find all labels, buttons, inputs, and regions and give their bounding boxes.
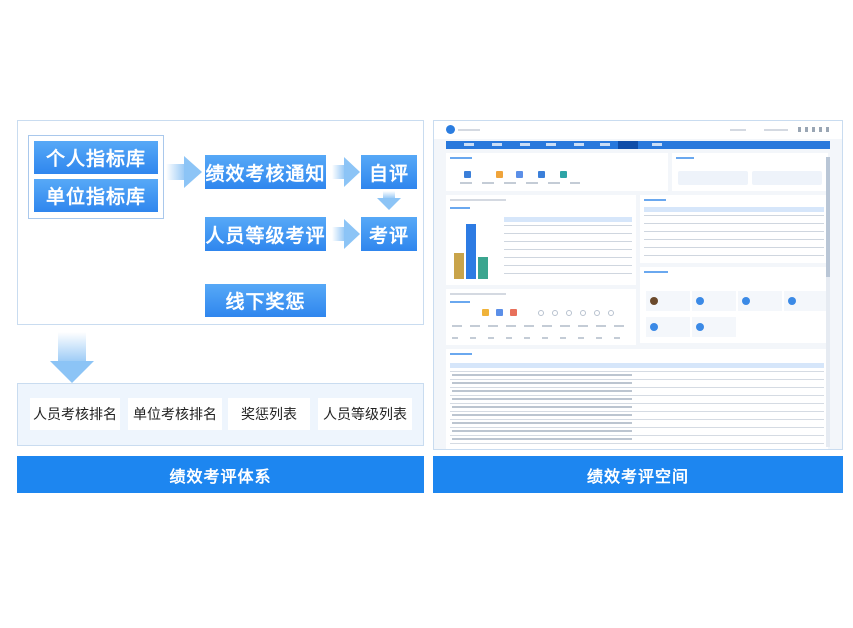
offline-reward-block: 线下奖惩 [205,284,326,317]
unit-ranking-item: 单位考核排名 [128,398,222,430]
arrow-notice-to-self-eval-head [344,157,360,187]
stats-table-rows [504,225,632,277]
personal-index-library: 个人指标库 [34,141,158,174]
left-panel-title: 绩效考评体系 [17,456,424,493]
grade-list-item: 人员等级列表 [318,398,412,430]
arrow-grade-to-eval-head [344,219,360,249]
data-filing-card [672,153,828,191]
screenshot-scrollbar [826,157,830,447]
screenshot-nav-bar [446,141,830,149]
unit-index-library: 单位指标库 [34,179,158,212]
arrow-to-outputs-head [50,361,94,383]
reward-list-item: 奖惩列表 [228,398,310,430]
grade-evaluation-block: 人员等级考评 [205,217,326,251]
screenshot-scrollbar-thumb [826,157,830,277]
screenshot-header [434,121,842,139]
arrow-grade-to-eval [332,227,344,241]
arrow-to-outputs [58,332,86,362]
header-user [730,129,746,131]
system-screenshot [433,120,843,450]
header-text [458,129,480,131]
arrow-notice-to-self-eval [332,165,344,179]
progress-card [446,289,636,345]
header-icons [798,127,830,132]
arrow-index-to-notice [166,164,184,180]
app-logo-icon [446,125,455,134]
chart-bar [466,224,476,279]
evaluation-block: 考评 [361,217,417,251]
personnel-card [640,267,828,343]
chart-bar [454,253,464,279]
arrow-self-eval-to-eval [383,191,395,198]
quick-entry-card [446,153,668,191]
task-list-text [452,374,632,446]
header-date [764,129,788,131]
stats-card [446,195,636,285]
task-list-card [446,349,828,449]
arrow-index-to-notice-head [184,156,202,188]
chart-bar [478,257,488,279]
arrow-self-eval-to-eval-head [377,198,401,210]
self-evaluation-block: 自评 [361,155,417,189]
performance-notice-block: 绩效考核通知 [205,155,326,189]
right-panel-title: 绩效考评空间 [433,456,843,493]
notice-table-rows [644,215,824,257]
personal-ranking-item: 人员考核排名 [30,398,120,430]
notice-table-card [640,195,828,263]
